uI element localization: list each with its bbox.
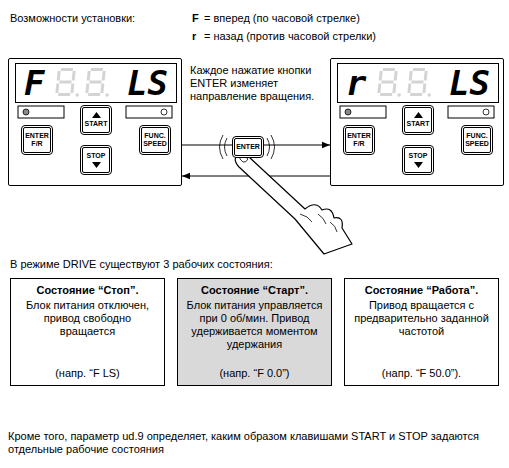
note-text: Кроме того, параметр ud.9 определяет, ка… (8, 430, 504, 456)
led (345, 109, 351, 115)
down-triangle-icon (414, 162, 423, 168)
state-box: Состояние “Стоп”. Блок питания отключен, … (10, 278, 165, 386)
led-indicator (18, 106, 64, 118)
up-triangle-icon (414, 112, 423, 118)
display-text: LS (127, 64, 168, 102)
note-text: F (192, 12, 199, 25)
state-heading: Состояние “Старт”. (183, 284, 326, 297)
key-button: FUNC.SPEED (139, 125, 171, 155)
ghost-digit (377, 68, 404, 97)
down-triangle-icon (92, 162, 101, 168)
key-button: START (402, 105, 434, 135)
display-text: LS (449, 64, 490, 102)
key-button: ENTERF/R (21, 125, 53, 155)
button-label: F/R (353, 140, 364, 148)
ghost-digit (85, 68, 112, 97)
note-text: = вперед (по часовой стрелке) (204, 12, 360, 25)
button-label: ENTER (347, 132, 371, 140)
button-label: START (407, 120, 430, 128)
led-display: r LS (337, 63, 499, 103)
button-label: F/R (31, 140, 42, 148)
led-display: F LS (15, 63, 177, 103)
button-label: STOP (87, 152, 106, 160)
state-text: Блок питания отключен, привод свободно в… (16, 299, 159, 338)
button-label: SPEED (465, 140, 489, 148)
press-marks (220, 135, 275, 159)
note-text: r (192, 30, 196, 43)
state-text: Привод вращается с предварительно заданн… (350, 299, 493, 338)
arrow-connector (264, 145, 330, 146)
state-example: (напр. “F LS) (16, 363, 159, 380)
button-label: SPEED (143, 140, 167, 148)
state-example: (напр. “F 50.0”). (350, 363, 493, 380)
button-label: STOP (409, 152, 428, 160)
state-box: Состояние “Работа”. Привод вращается с пр… (344, 278, 499, 386)
led (161, 109, 167, 115)
led-indicator (340, 106, 386, 118)
key-button: ENTERF/R (343, 125, 375, 155)
state-heading: Состояние “Работа”. (350, 284, 493, 297)
key-button: STOP (402, 145, 434, 175)
led (23, 109, 29, 115)
note-text: В режиме DRIVE существуют 3 рабочих сост… (10, 258, 273, 271)
pressed-button: ENTER (232, 136, 264, 158)
key-button: STOP (80, 145, 112, 175)
key-button: START (80, 105, 112, 135)
control-panel: F LS START ENTERF/R FUNC.SPEED STOP (8, 58, 182, 186)
display-text: F (24, 64, 44, 102)
finger-drawing (235, 154, 352, 254)
state-text: Блок питания управляется при 0 об/мин. П… (183, 299, 326, 351)
ghost-digit (407, 68, 434, 97)
button-label: ENTER (25, 132, 49, 140)
button-label: FUNC. (144, 132, 165, 140)
button-label: START (85, 120, 108, 128)
display-text: r (346, 64, 366, 102)
state-box: Состояние “Старт”. Блок питания управляет… (177, 278, 332, 386)
note-text: Каждое нажатие кнопки ENTER изменяет нап… (190, 64, 326, 103)
led (483, 109, 489, 115)
up-triangle-icon (92, 112, 101, 118)
state-heading: Состояние “Стоп”. (16, 284, 159, 297)
led-indicator (448, 106, 494, 118)
note-text: Возможности установки: (10, 12, 135, 25)
key-button: FUNC.SPEED (461, 125, 493, 155)
led-indicator (126, 106, 172, 118)
control-panel: r LS START ENTERF/R FUNC.SPEED STOP (330, 58, 504, 186)
state-example: (напр. “F 0.0”) (183, 363, 326, 380)
button-label: FUNC. (466, 132, 487, 140)
note-text: = назад (против часовой стрелки) (204, 30, 376, 43)
ghost-digit (55, 68, 82, 97)
button-label: ENTER (236, 143, 260, 151)
